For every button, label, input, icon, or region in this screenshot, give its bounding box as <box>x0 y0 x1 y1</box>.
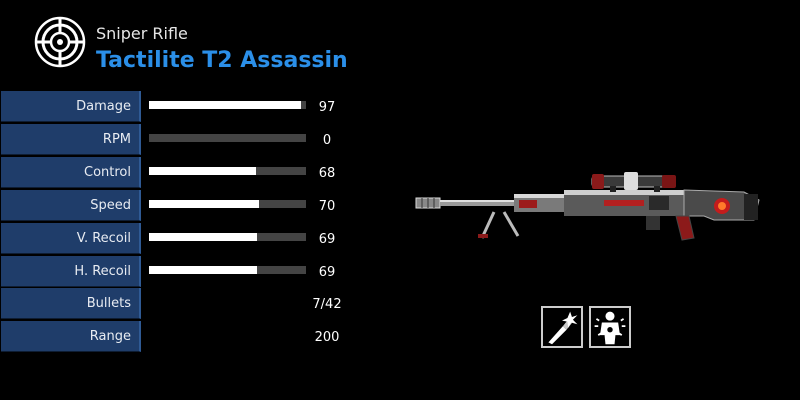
stat-label-panel: Control <box>1 157 141 188</box>
crosshair-scope-icon <box>34 16 86 68</box>
stat-label: Speed <box>90 198 131 213</box>
stat-label-panel: H. Recoil <box>1 256 141 287</box>
stat-value: 7/42 <box>312 297 342 312</box>
stat-row-rpm: RPM 0 <box>0 124 400 155</box>
stat-row-speed: Speed 70 <box>0 190 400 221</box>
stat-label: RPM <box>102 132 131 147</box>
weapon-name: Tactilite T2 Assassin <box>96 48 348 73</box>
stat-row-h-recoil: H. Recoil 69 <box>0 256 400 287</box>
stat-label-panel: Range <box>1 321 141 352</box>
stat-bar-fill <box>149 233 258 241</box>
stat-label: Damage <box>76 99 131 114</box>
stat-label: H. Recoil <box>74 264 131 279</box>
stat-label: Range <box>89 329 131 344</box>
stat-bar-fill <box>149 167 256 175</box>
sniper-rifle-image <box>415 172 760 241</box>
stat-label: V. Recoil <box>76 231 131 246</box>
stat-bar-fill <box>149 101 302 109</box>
stat-label-panel: Bullets <box>1 288 141 319</box>
stat-label-panel: V. Recoil <box>1 223 141 254</box>
stat-bar-track <box>149 101 306 109</box>
stat-bar-fill <box>149 200 259 208</box>
stat-label-panel: Speed <box>1 190 141 221</box>
stat-row-control: Control 68 <box>0 157 400 188</box>
stat-value: 97 <box>318 100 336 115</box>
stat-row-v-recoil: V. Recoil 69 <box>0 223 400 254</box>
stat-value: 69 <box>318 265 336 280</box>
stat-value: 0 <box>322 133 332 148</box>
stat-label-panel: Damage <box>1 91 141 122</box>
stat-bar-track <box>149 266 306 274</box>
stat-label: Bullets <box>86 296 131 311</box>
stat-value: 70 <box>318 199 336 214</box>
body-armor-target-icon <box>589 306 631 348</box>
weapon-category: Sniper Rifle <box>96 24 188 43</box>
melee-strike-icon <box>541 306 583 348</box>
stat-bar-track <box>149 134 306 142</box>
stat-bar-track <box>149 200 306 208</box>
stat-bar-track <box>149 233 306 241</box>
stat-row-range: Range 200 <box>0 321 400 352</box>
stat-value: 68 <box>318 166 336 181</box>
stat-row-bullets: Bullets 7/42 <box>0 288 400 319</box>
stat-label-panel: RPM <box>1 124 141 155</box>
stat-value: 69 <box>318 232 336 247</box>
stat-value: 200 <box>314 330 340 345</box>
stat-label: Control <box>84 165 131 180</box>
stat-row-damage: Damage 97 <box>0 91 400 122</box>
stat-bar-fill <box>149 266 258 274</box>
stat-bar-track <box>149 167 306 175</box>
